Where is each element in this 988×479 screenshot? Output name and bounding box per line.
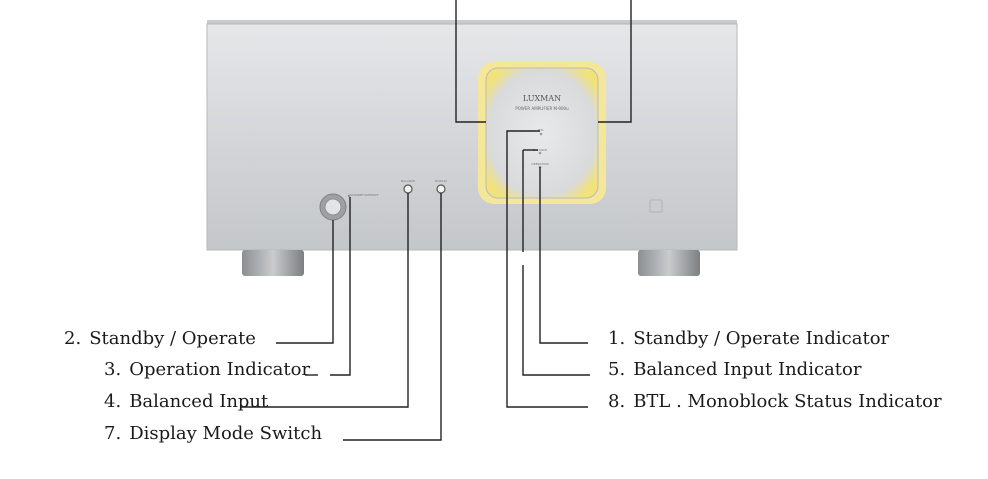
standby-operate-button-cap[interactable]: [324, 198, 342, 216]
balance-switch-label: BALANCE: [401, 179, 415, 183]
callout-number: 3.: [104, 359, 122, 380]
callout-text: Balanced Input: [129, 391, 269, 412]
callout-btl-monoblock-indicator: 8. BTL . Monoblock Status Indicator: [608, 392, 942, 412]
callout-text: Standby / Operate: [89, 328, 256, 349]
callout-text: Standby / Operate Indicator: [633, 328, 890, 349]
callout-number: 8.: [608, 391, 626, 412]
callout-text: Display Mode Switch: [129, 423, 323, 444]
standby-label: STANDBY/OPERATE: [350, 193, 379, 197]
callout-number: 1.: [608, 328, 626, 349]
leader-display-mode: [343, 193, 442, 441]
operation-indicator-led: [347, 194, 351, 198]
front-panel: [206, 23, 738, 251]
callout-operation-indicator: 3. Operation Indicator: [104, 360, 310, 380]
balance-indicator: [538, 151, 542, 155]
display-switch-label: DISPLAY: [435, 179, 447, 183]
callout-standby-operate: 2. Standby / Operate: [64, 329, 256, 349]
callout-balanced-input: 4. Balanced Input: [104, 392, 268, 412]
leader-standby-indicator: [539, 167, 588, 344]
leader-operation-indicator: [330, 197, 351, 376]
callout-text: Operation Indicator: [129, 359, 311, 380]
leader-btl-indicator: [506, 130, 588, 408]
display-mode-switch[interactable]: [436, 184, 446, 194]
btl-indicator: [539, 132, 543, 136]
callout-number: 5.: [608, 359, 626, 380]
leader-standby-operate: [276, 220, 334, 344]
leader-balanced-indicator: [522, 265, 590, 376]
leader-top-left: [455, 0, 486, 123]
logo-text: LUXMAN: [523, 94, 561, 103]
window-label-operation: OPERATION: [531, 162, 548, 166]
callout-text: Balanced Input Indicator: [633, 359, 862, 380]
brand-mark-icon: [649, 199, 663, 213]
callout-balanced-input-indicator: 5. Balanced Input Indicator: [608, 360, 861, 380]
callout-display-mode-switch: 7. Display Mode Switch: [104, 424, 322, 444]
callout-number: 2.: [64, 328, 82, 349]
right-foot: [638, 250, 700, 276]
leader-top-right: [598, 0, 632, 123]
window-label-balance: BALANCE: [533, 148, 547, 152]
left-foot: [242, 250, 304, 276]
leader-balanced-input: [240, 193, 409, 408]
balanced-input-switch[interactable]: [403, 184, 413, 194]
display-window: [485, 67, 599, 199]
chassis-top: [207, 20, 737, 26]
callout-text: BTL . Monoblock Status Indicator: [633, 391, 942, 412]
callout-standby-operate-indicator: 1. Standby / Operate Indicator: [608, 329, 889, 349]
model-text: POWER AMPLIFIER M-900u: [515, 106, 569, 111]
window-label-btl: BTL: [538, 128, 544, 132]
callout-number: 4.: [104, 391, 122, 412]
callout-number: 7.: [104, 423, 122, 444]
